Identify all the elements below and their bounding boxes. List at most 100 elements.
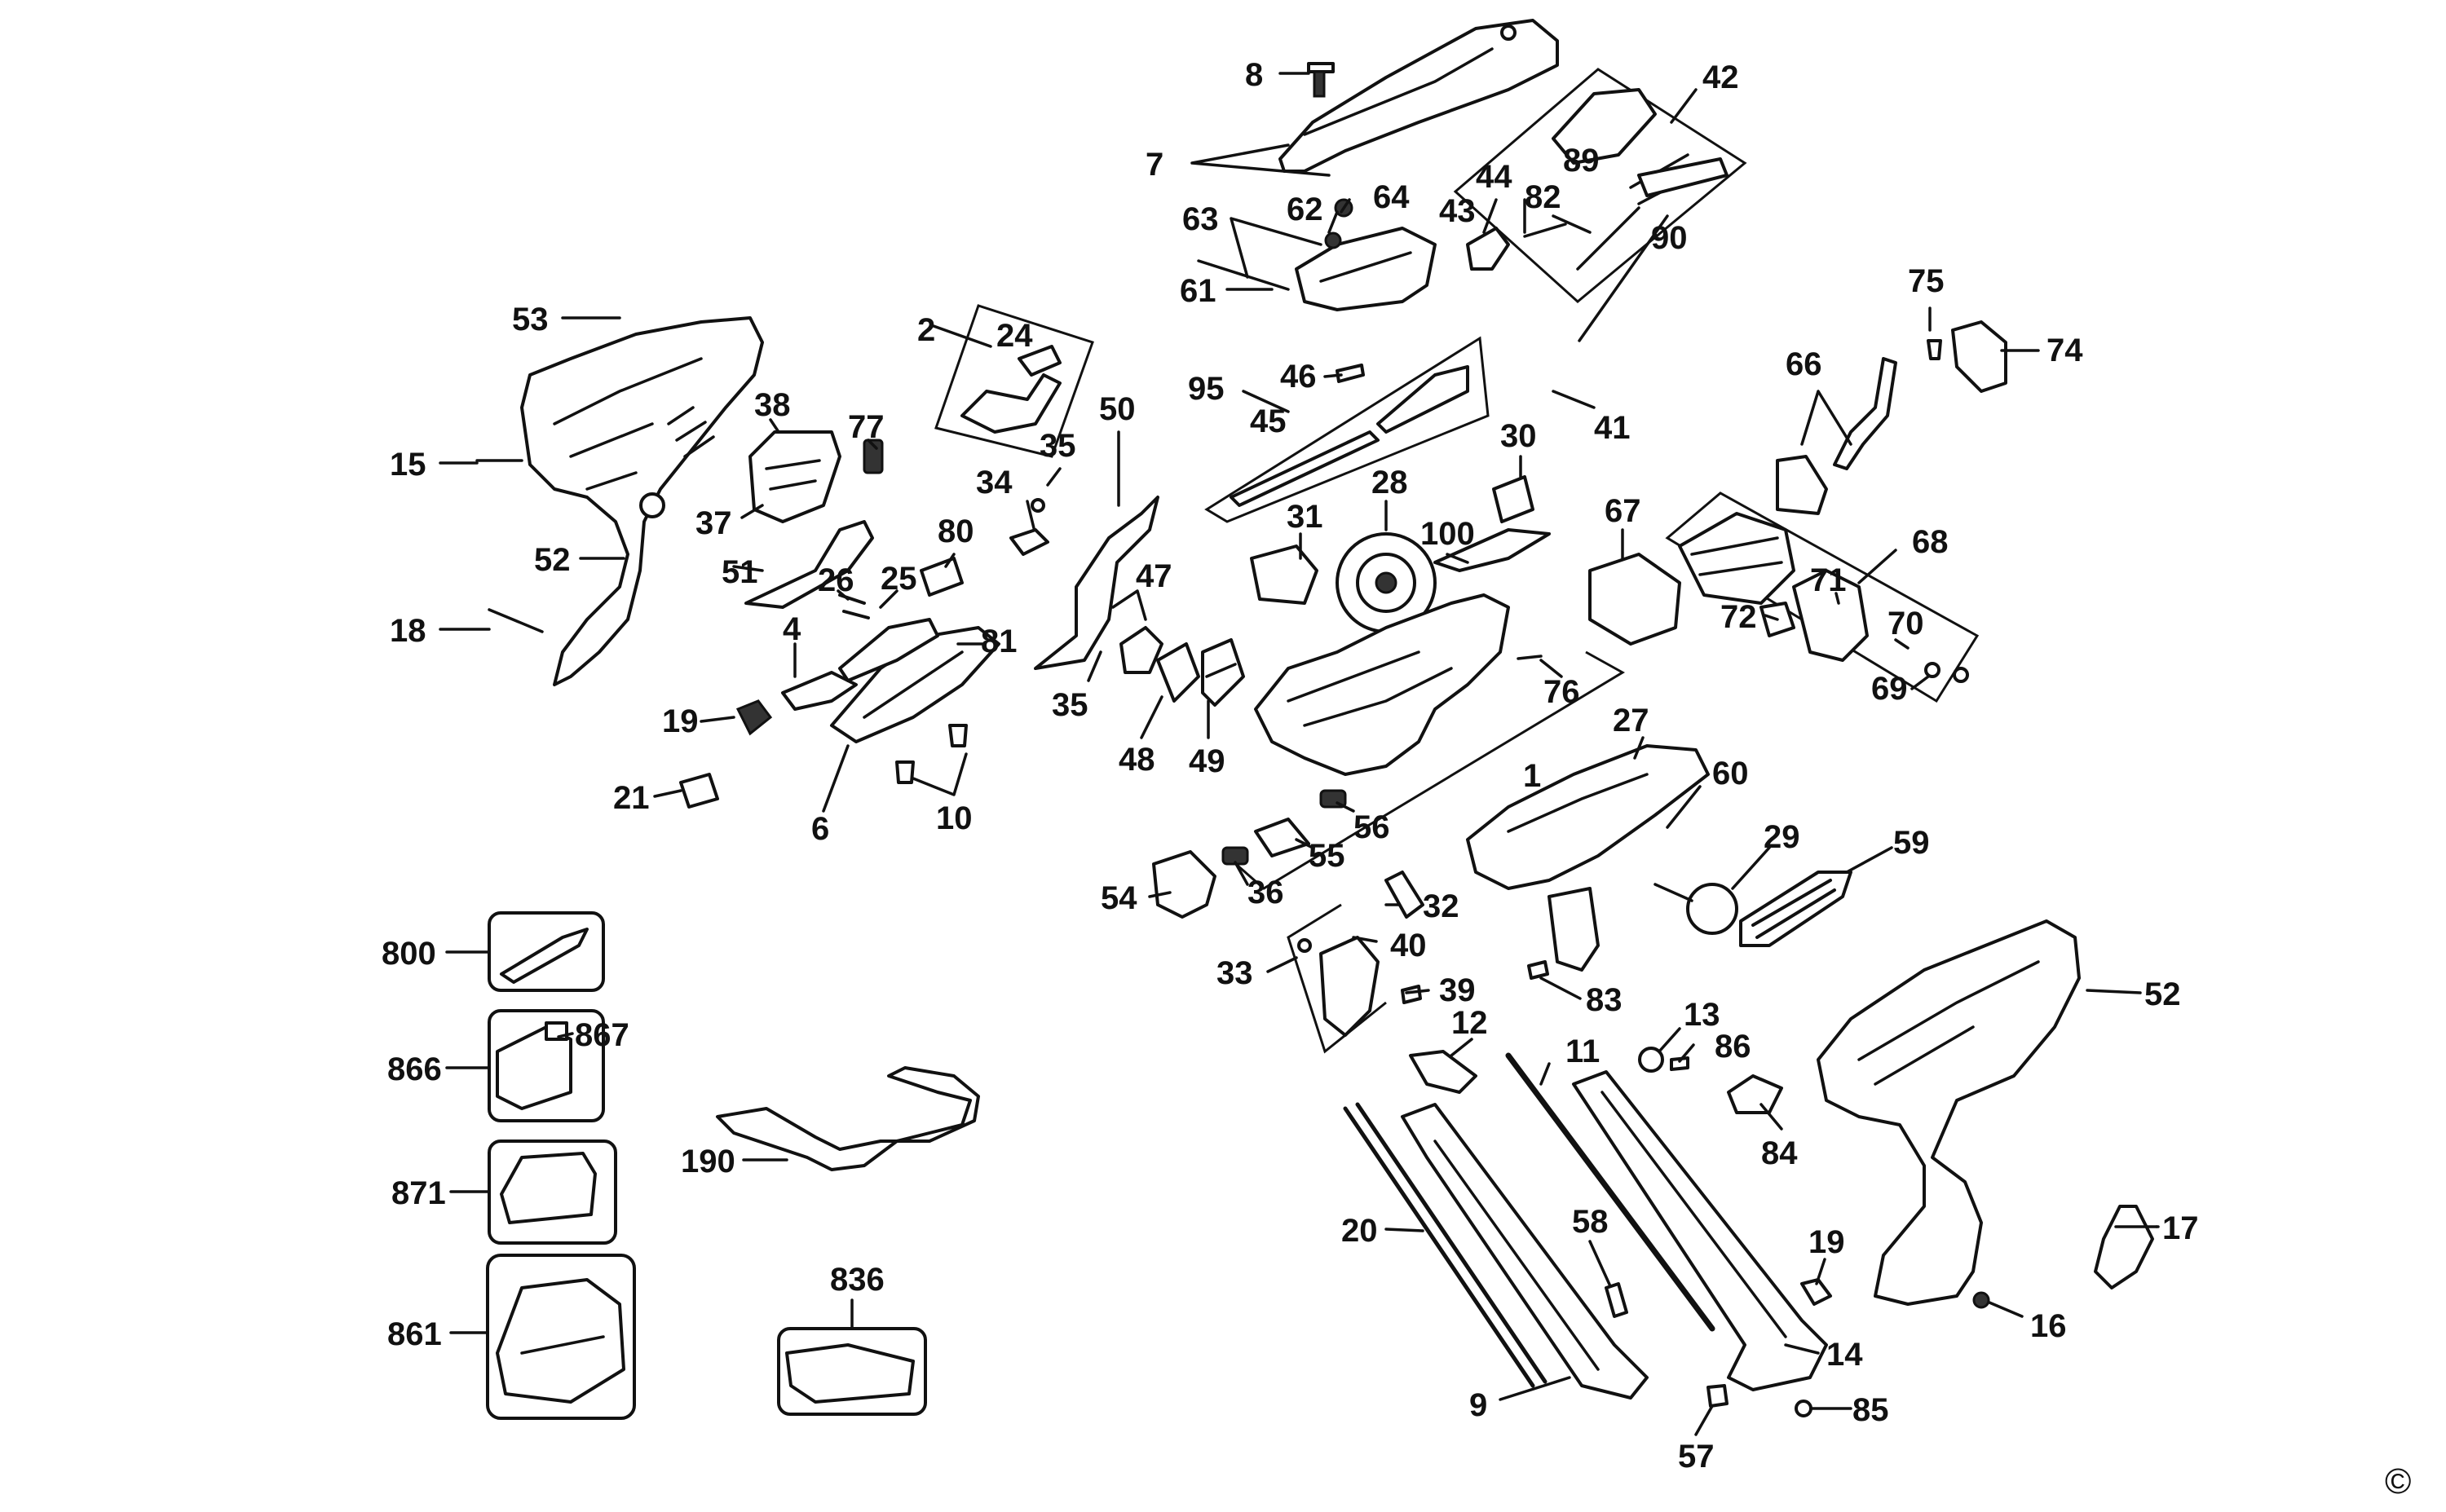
part-52-right-housing (1817, 919, 2081, 1306)
callout-49: 49 (1189, 743, 1225, 779)
callout-37: 37 (695, 505, 732, 541)
callout-6: 6 (811, 811, 829, 847)
callout-38: 38 (754, 387, 791, 423)
callout-56: 56 (1353, 809, 1390, 845)
callout-20: 20 (1341, 1213, 1378, 1249)
part-12-feeder (1409, 1050, 1477, 1094)
callout-89: 89 (1563, 143, 1600, 179)
part-1-main-frame (1254, 593, 1510, 776)
part-7-top-cover (1278, 19, 1559, 173)
callout-60: 60 (1712, 756, 1749, 791)
callout-54: 54 (1101, 880, 1137, 916)
part-62-63-latch (1295, 227, 1437, 311)
part-27-frame (1466, 744, 1710, 890)
callout-9: 9 (1469, 1387, 1487, 1423)
callout-48: 48 (1119, 742, 1155, 778)
callout-43: 43 (1439, 193, 1476, 229)
callout-84: 84 (1761, 1135, 1798, 1171)
callout-66: 66 (1786, 346, 1822, 382)
callout-95: 95 (1188, 371, 1225, 407)
callout-50: 50 (1099, 391, 1136, 427)
part-drawings (475, 19, 2154, 1420)
callout-33: 33 (1216, 955, 1253, 991)
callout-52-right: 52 (2144, 976, 2181, 1012)
callout-47: 47 (1136, 558, 1172, 594)
part-38-37-module (748, 430, 841, 523)
callout-30: 30 (1500, 418, 1537, 454)
callout-28: 28 (1371, 465, 1408, 500)
part-49 (1201, 638, 1245, 707)
part-46-45-rod (1230, 430, 1380, 507)
callout-90: 90 (1651, 220, 1688, 256)
callout-42: 42 (1702, 60, 1739, 95)
callout-34: 34 (976, 465, 1013, 500)
callout-69: 69 (1871, 671, 1908, 707)
callout-45: 45 (1250, 403, 1287, 439)
callout-59: 59 (1893, 825, 1930, 861)
part-67-plate (1588, 553, 1681, 646)
callout-13: 13 (1684, 997, 1720, 1033)
callout-867: 867 (575, 1017, 629, 1053)
callout-18: 18 (390, 613, 426, 649)
part-58 (1605, 1282, 1628, 1318)
callout-2: 2 (917, 312, 935, 348)
callout-58: 58 (1572, 1204, 1609, 1240)
part-30-block (1492, 475, 1534, 523)
part-47-gear (1119, 626, 1163, 674)
callout-836: 836 (830, 1262, 885, 1298)
part-8-screw (1307, 62, 1335, 98)
part-57 (1706, 1384, 1729, 1408)
callout-4: 4 (783, 611, 801, 647)
part-48 (1156, 642, 1200, 703)
part-13-roller (1638, 1047, 1664, 1073)
callout-24: 24 (996, 318, 1033, 354)
callout-40: 40 (1390, 928, 1427, 963)
callout-19-right: 19 (1808, 1224, 1845, 1260)
callout-866: 866 (387, 1051, 442, 1087)
part-20-rail (1343, 1106, 1535, 1388)
part-85 (1795, 1400, 1812, 1417)
callout-1: 1 (1523, 758, 1541, 794)
callout-76: 76 (1543, 674, 1580, 710)
callout-68: 68 (1912, 524, 1949, 560)
part-19b (1800, 1278, 1832, 1306)
callout-46: 46 (1280, 359, 1317, 395)
callout-35-upper: 35 (1040, 428, 1076, 464)
callout-64: 64 (1373, 179, 1410, 215)
callout-31: 31 (1287, 499, 1323, 535)
part-66-bracket (1776, 455, 1828, 515)
callout-83: 83 (1586, 982, 1623, 1018)
callout-36: 36 (1247, 875, 1284, 910)
callout-10: 10 (936, 800, 973, 836)
callout-190: 190 (681, 1144, 735, 1179)
part-51-plate (744, 520, 874, 609)
callout-15: 15 (390, 447, 426, 483)
callout-44: 44 (1476, 159, 1512, 195)
part-29-pulley (1686, 883, 1738, 935)
callout-53: 53 (512, 302, 549, 337)
callout-12: 12 (1451, 1005, 1488, 1041)
part-80 (920, 557, 964, 597)
callout-77: 77 (848, 409, 885, 445)
callout-57: 57 (1678, 1439, 1715, 1475)
callout-51: 51 (722, 554, 758, 590)
callout-16: 16 (2030, 1308, 2067, 1344)
callout-17: 17 (2162, 1210, 2199, 1246)
callout-32: 32 (1423, 888, 1459, 924)
part-68-motor (1678, 512, 1795, 605)
callout-25: 25 (881, 561, 917, 597)
callout-72: 72 (1720, 599, 1757, 635)
callout-14: 14 (1826, 1337, 1863, 1373)
copyright-mark: © (2385, 1461, 2411, 1501)
callout-29: 29 (1764, 819, 1800, 855)
callout-63: 63 (1182, 201, 1219, 237)
leader-lines (439, 72, 2160, 1436)
part-190-glasses (716, 1066, 980, 1171)
part-74-cap (1951, 320, 2007, 393)
part-14-magazine (1572, 1070, 1828, 1391)
callout-26: 26 (818, 562, 854, 598)
part-59-belt (1739, 871, 1852, 947)
part-9-magazine (1401, 1103, 1649, 1400)
callout-52-left: 52 (534, 542, 571, 578)
